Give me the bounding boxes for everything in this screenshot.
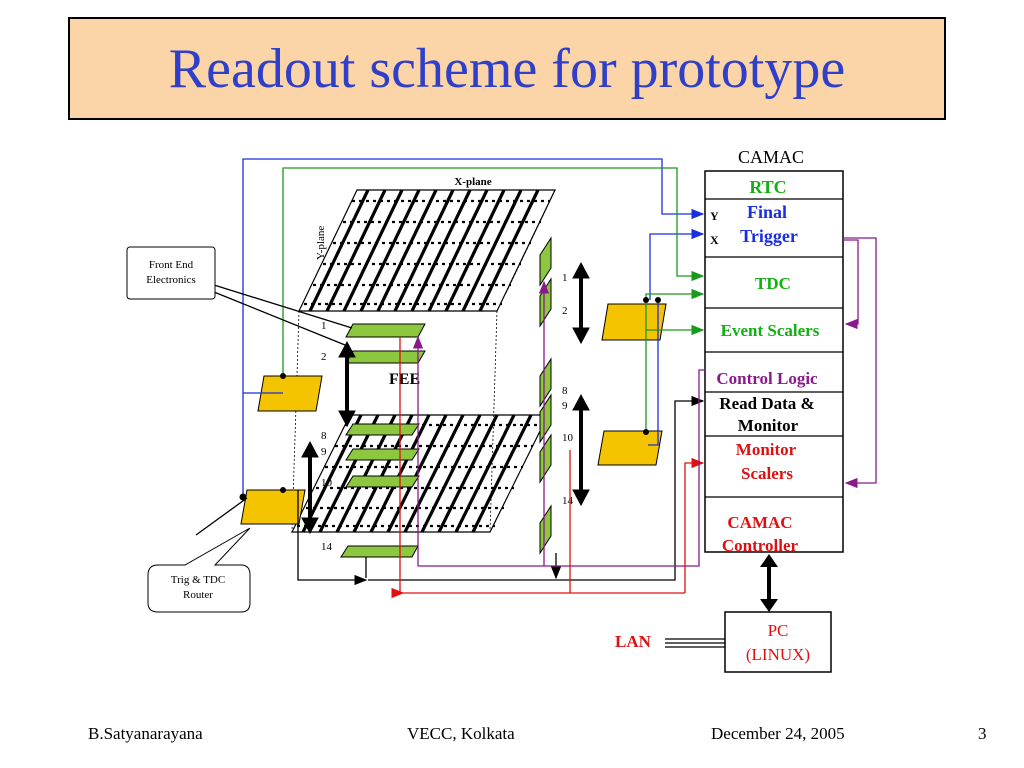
read-data-line2: Monitor [738, 416, 799, 435]
footer-date: December 24, 2005 [711, 724, 845, 743]
upper-strips [308, 189, 540, 312]
x-plane-label: X-plane [454, 176, 491, 188]
left-channel-2: 2 [321, 351, 327, 363]
left-channel-10: 10 [321, 477, 333, 489]
upper-cross-strips [304, 199, 550, 306]
camac-controller-line2: Controller [722, 536, 799, 555]
fee-board-left-2 [345, 350, 426, 364]
green-signal-lines [282, 167, 705, 432]
rtc-module: RTC [749, 177, 786, 197]
purple-signal-lines [412, 237, 877, 567]
fee-label: FEE [389, 371, 420, 388]
final-trigger-line1: Final [747, 202, 787, 222]
monitor-scalers-line2: Scalers [741, 464, 793, 483]
junction-dots [239, 297, 661, 501]
final-trigger-y-input: Y [710, 209, 719, 223]
fee-board-right-8 [539, 357, 552, 408]
fee-board-right-2 [539, 277, 552, 328]
fee-board-right-9 [539, 393, 552, 444]
event-scalers-module: Event Scalers [721, 321, 820, 340]
pc-box: PC (LINUX) LAN [615, 611, 832, 673]
front-end-callout: Front End Electronics [126, 246, 216, 300]
pc-label: PC [768, 621, 789, 640]
channel-labels: 1 2 8 9 10 14 1 2 8 9 10 14 [321, 272, 574, 553]
read-data-line1: Read Data & [719, 394, 814, 413]
router-line2: Router [183, 589, 213, 601]
upper-detector-plane: X-plane Y-plane [298, 176, 556, 312]
fee-board-right-14 [539, 504, 552, 555]
tdc-module: TDC [755, 274, 791, 293]
lower-cross-strips [297, 423, 543, 528]
fee-board-left-1 [345, 323, 426, 338]
trig-tdc-router-module [240, 489, 306, 525]
final-trigger-line2: Trigger [740, 226, 798, 246]
right-channel-8: 8 [562, 385, 568, 397]
router-callout: Trig & TDC Router [147, 527, 251, 613]
red-signal-lines [391, 337, 705, 599]
fee-board-left-10 [345, 475, 420, 488]
right-upper-module [601, 303, 667, 341]
front-end-line2: Electronics [146, 274, 195, 286]
left-channel-8: 8 [321, 430, 327, 442]
pc-os-label: (LINUX) [746, 645, 810, 664]
camac-crate: CAMAC RTC Final Trigger Y X TDC Event Sc… [704, 147, 844, 555]
y-plane-label: Y-plane [315, 226, 327, 260]
fee-boards [340, 236, 552, 558]
footer-page-number: 3 [978, 724, 987, 743]
fee-board-left-8 [345, 423, 420, 436]
footer-place: VECC, Kolkata [407, 724, 515, 743]
fee-board-right-10 [539, 433, 552, 484]
slide-title: Readout scheme for prototype [168, 37, 846, 100]
modules [240, 303, 667, 525]
footer-author: B.Satyanarayana [88, 724, 203, 743]
final-trigger-x-input: X [710, 233, 719, 247]
lower-detector-plane [291, 414, 549, 533]
right-channel-2: 2 [562, 305, 568, 317]
left-channel-1: 1 [321, 320, 327, 332]
control-logic-module: Control Logic [716, 369, 818, 388]
router-line1: Trig & TDC [171, 574, 225, 586]
left-upper-module [257, 375, 323, 412]
camac-pc-link [760, 554, 778, 612]
camac-header: CAMAC [738, 147, 804, 167]
right-channel-10: 10 [562, 432, 574, 444]
front-end-line1: Front End [149, 259, 194, 271]
camac-controller-line1: CAMAC [727, 513, 792, 532]
right-channel-9: 9 [562, 400, 568, 412]
monitor-scalers-line1: Monitor [736, 440, 797, 459]
right-lower-module [597, 430, 663, 466]
black-signal-lines [195, 284, 705, 586]
left-channel-9: 9 [321, 446, 327, 458]
right-channel-14: 14 [562, 495, 574, 507]
left-channel-14: 14 [321, 541, 333, 553]
fee-board-left-14 [340, 545, 419, 558]
ribbon-arrows [301, 261, 590, 535]
lan-label: LAN [615, 632, 652, 651]
fee-board-left-9 [345, 448, 420, 461]
title-banner: Readout scheme for prototype [68, 17, 946, 120]
blue-signal-lines [242, 158, 705, 497]
right-channel-1: 1 [562, 272, 568, 284]
camac-frame [704, 170, 844, 553]
fee-board-right-1 [539, 236, 552, 287]
